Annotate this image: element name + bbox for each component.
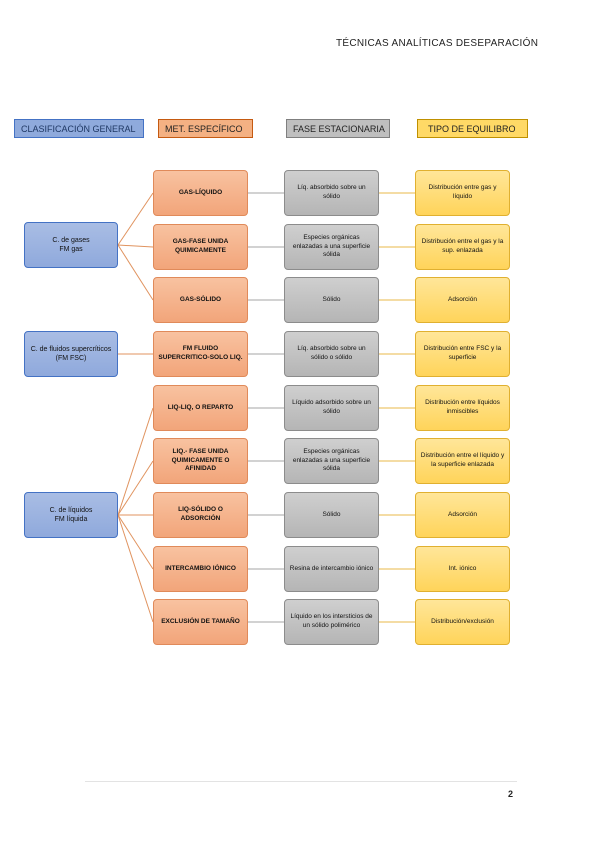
legend-metodo: MET. ESPECÍFICO — [158, 119, 253, 138]
fase-row-9: Líquido en los intersticios de un sólido… — [284, 599, 379, 645]
equilibrio-row-3: Adsorción — [415, 277, 510, 323]
metodo-fluido-supercritico: FM FLUIDO SUPERCRITICO-SOLO LIQ. — [153, 331, 248, 377]
fase-row-3: Sólido — [284, 277, 379, 323]
fase-row-5: Líquido adsorbido sobre un sólido — [284, 385, 379, 431]
equilibrio-row-4: Distribución entre FSC y la superficie — [415, 331, 510, 377]
fase-row-2: Especies orgánicas enlazadas a una super… — [284, 224, 379, 270]
equilibrio-row-7: Adsorción — [415, 492, 510, 538]
equilibrio-row-9: Distribución/exclusión — [415, 599, 510, 645]
metodo-liq-liq-reparto: LIQ-LIQ, O REPARTO — [153, 385, 248, 431]
footer-divider — [85, 781, 517, 782]
clasificacion-gases: C. de gases FM gas — [24, 222, 118, 268]
fase-row-7: Sólido — [284, 492, 379, 538]
metodo-exclusion-tamano: EXCLUSIÓN DE TAMAÑO — [153, 599, 248, 645]
legend-clasificacion: CLASIFICACIÓN GENERAL — [14, 119, 144, 138]
page-number: 2 — [508, 789, 514, 799]
metodo-gas-liquido: GAS-LÍQUIDO — [153, 170, 248, 216]
legend-fase: FASE ESTACIONARIA — [286, 119, 390, 138]
equilibrio-row-2: Distribución entre el gas y la sup. enla… — [415, 224, 510, 270]
metodo-gas-fase-unida: GAS-FASE UNIDA QUIMICAMENTE — [153, 224, 248, 270]
fase-row-4: Líq. absorbido sobre un sólido o sólido — [284, 331, 379, 377]
clasificacion-fluidos-supercriticos: C. de fluidos supercríticos (FM FSC) — [24, 331, 118, 377]
clasificacion-liquidos: C. de líquidos FM líquida — [24, 492, 118, 538]
metodo-liq-solido-adsorcion: LIQ-SÓLIDO O ADSORCIÓN — [153, 492, 248, 538]
fase-row-1: Líq. absorbido sobre un sólido — [284, 170, 379, 216]
equilibrio-row-8: Int. iónico — [415, 546, 510, 592]
metodo-liq-fase-unida: LIQ.- FASE UNIDA QUIMICAMENTE O AFINIDAD — [153, 438, 248, 484]
document-header: TÉCNICAS ANALÍTICAS DESEPARACIÓN — [336, 38, 539, 49]
equilibrio-row-5: Distribución entre líquidos inmiscibles — [415, 385, 510, 431]
equilibrio-row-6: Distribución entre el líquido y la super… — [415, 438, 510, 484]
metodo-gas-solido: GAS-SÓLIDO — [153, 277, 248, 323]
legend-equilibrio: TIPO DE EQUILIBRO — [417, 119, 528, 138]
metodo-intercambio-ionico: INTERCAMBIO IÓNICO — [153, 546, 248, 592]
equilibrio-row-1: Distribución entre gas y líquido — [415, 170, 510, 216]
fase-row-6: Especies orgánicas enlazadas a una super… — [284, 438, 379, 484]
fase-row-8: Resina de intercambio iónico — [284, 546, 379, 592]
